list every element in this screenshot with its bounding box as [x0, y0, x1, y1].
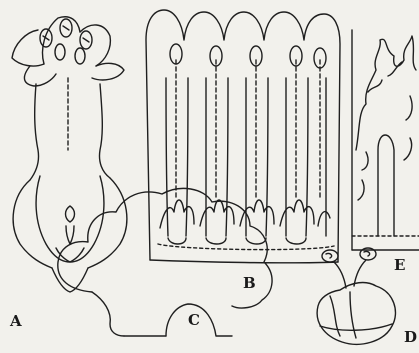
ovary-D-drawing	[317, 248, 395, 344]
flower-A-drawing	[12, 17, 127, 292]
corolla-B-drawing	[146, 10, 340, 263]
lobe-E-drawing	[352, 30, 419, 250]
panel-label-E: E	[394, 258, 405, 273]
panel-label-C: C	[188, 313, 200, 328]
panel-label-B: B	[243, 276, 256, 291]
panel-label-A: A	[10, 314, 22, 329]
panel-label-D: D	[404, 330, 417, 345]
